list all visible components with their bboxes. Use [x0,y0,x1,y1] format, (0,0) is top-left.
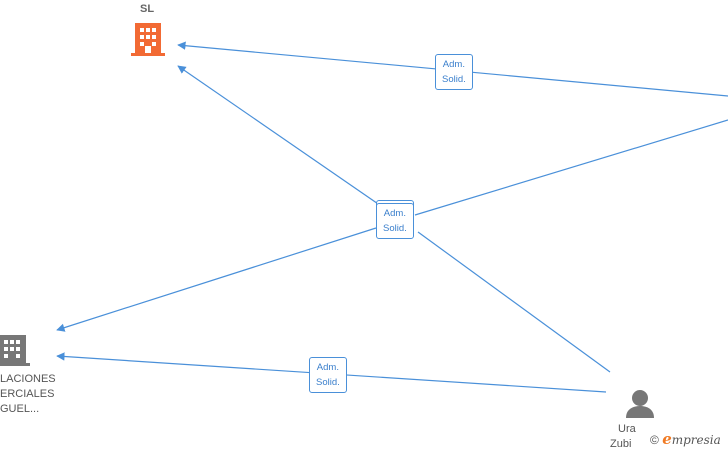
edge-label-top[interactable]: Adm. Solid. [435,54,473,90]
left-company-label-line: GUEL... [0,403,40,415]
edge-label-line: Adm. [442,59,465,70]
edge-label-line: Adm. [383,208,406,219]
empresia-logo: empresia [662,430,721,448]
copyright-symbol: © [650,433,659,447]
edge-label-bottom[interactable]: Adm. Solid. [309,357,347,393]
building-icon[interactable] [131,23,165,56]
left-company-label[interactable]: LACIONES ERCIALES GUEL... [0,372,56,417]
person-label-line: Zubi [610,438,632,450]
brand-watermark: © empresia [650,430,721,448]
edge-label-line: Solid. [442,74,466,85]
edge-label-line: Solid. [383,223,407,234]
edge-center-to-top-company [177,65,385,209]
left-company-label-line: ERCIALES [0,388,55,400]
edge-label-line: Adm. [316,362,339,373]
person-icon[interactable] [626,390,654,418]
edge-right-to-center [414,119,728,216]
person-label[interactable]: Ura Zubi [610,422,636,452]
top-company-label[interactable]: SL [140,3,155,15]
edge-label-center[interactable]: Adm. Solid. [376,203,414,239]
left-company-label-line: LACIONES [0,373,56,385]
building-icon[interactable] [0,335,30,366]
edge-label-line: Solid. [316,377,340,388]
edge-center-to-left-company [56,227,377,332]
edge-person-to-center [417,231,611,373]
person-label-line: Ura [618,423,636,435]
